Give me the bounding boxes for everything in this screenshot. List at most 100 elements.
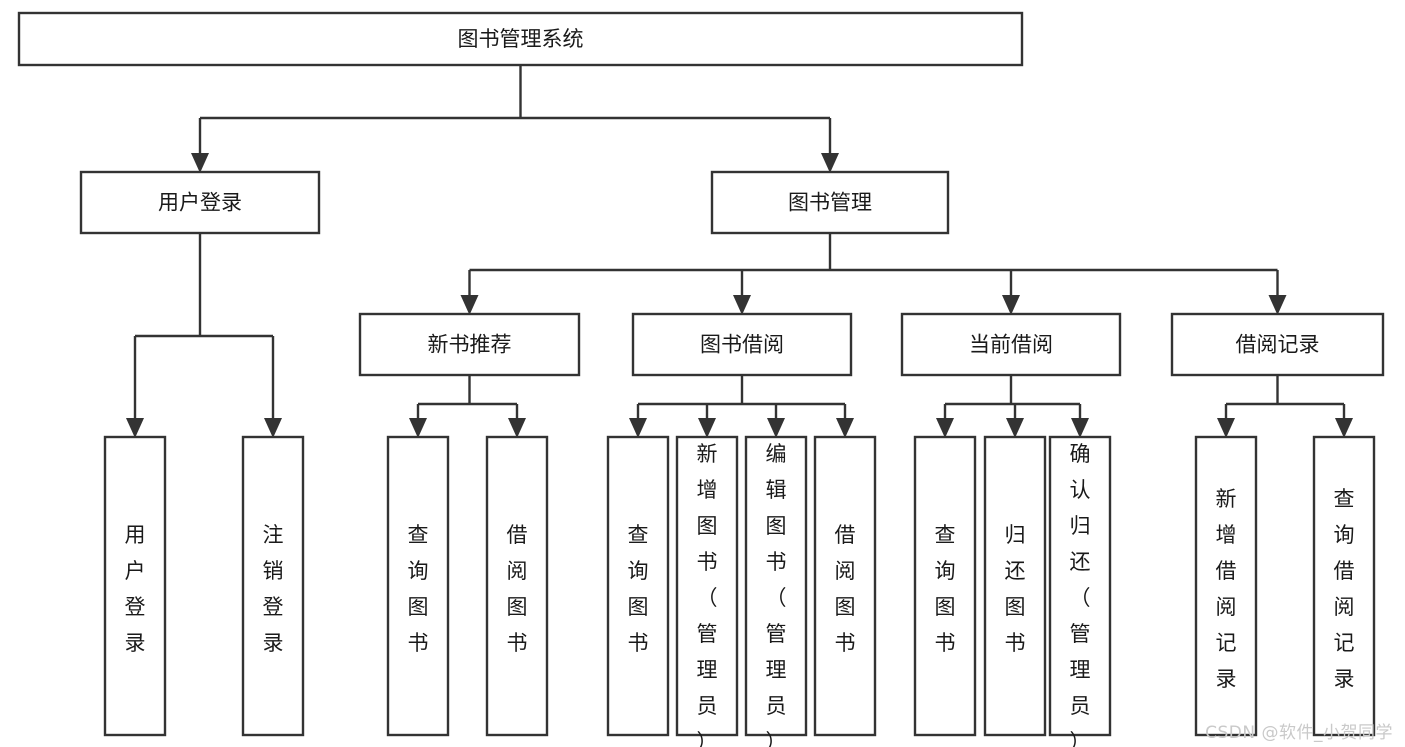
node-leaf-borrow-book-1-label-char: 图 (507, 595, 528, 619)
node-leaf-add-book-label-char: 书 (697, 550, 718, 574)
borrow-record-arrow-0 (1217, 418, 1235, 438)
node-leaf-add-record-label-char: 新 (1216, 487, 1237, 511)
node-leaf-borrow-book-1-label-char: 借 (507, 523, 528, 547)
node-leaf-confirm-return-label-char: （ (1070, 586, 1091, 610)
node-leaf-query-book-1-label-char: 询 (408, 559, 429, 583)
user-login-arrow-0 (126, 418, 144, 438)
book-borrow-arrow-1 (698, 418, 716, 438)
node-leaf-add-book-label-char: 新 (697, 442, 718, 466)
node-leaf-return-book-label-char: 图 (1005, 595, 1026, 619)
node-leaf-add-book-label-char: 增 (697, 478, 718, 502)
node-root[interactable]: 图书管理系统 (17, 11, 1024, 67)
node-leaf-edit-book-label-char: 图 (766, 514, 787, 538)
node-leaf-query-record-rect[interactable] (1312, 435, 1376, 737)
node-leaf-add-book-label-char: 员 (697, 694, 718, 718)
node-current-borrow-rect[interactable] (900, 312, 1122, 377)
node-leaf-logout-label-char: 销 (263, 559, 284, 583)
root-arrow-1 (821, 153, 839, 173)
node-leaf-query-book-3-label-char: 询 (935, 559, 956, 583)
node-leaf-logout-label-char: 注 (263, 523, 284, 547)
node-leaf-query-book-3-label-char: 书 (935, 631, 956, 655)
node-leaf-query-record-label-char: 借 (1334, 559, 1355, 583)
node-leaf-logout-rect[interactable] (241, 435, 305, 737)
node-leaf-query-book-2-rect[interactable] (606, 435, 670, 737)
node-leaf-user-login-label-char: 录 (125, 631, 146, 655)
node-leaf-return-book-rect[interactable] (983, 435, 1047, 737)
node-leaf-query-book-2-label-char: 图 (628, 595, 649, 619)
node-user-login[interactable]: 用户登录 (79, 170, 321, 235)
node-book-manage[interactable]: 图书管理 (710, 170, 950, 235)
current-borrow-arrow-1 (1006, 418, 1024, 438)
node-leaf-edit-book-label-char: 辑 (766, 478, 787, 502)
node-leaf-edit-book-label-char: 理 (766, 658, 787, 682)
node-leaf-confirm-return-label-char: 理 (1070, 658, 1091, 682)
node-leaf-user-login-label-char: 用 (125, 523, 146, 547)
node-leaf-user-login-rect[interactable] (103, 435, 167, 737)
node-new-book-recommend-label: 新书推荐 (428, 333, 512, 357)
book-manage-arrow-1 (733, 295, 751, 315)
node-book-manage-rect[interactable] (710, 170, 950, 235)
node-leaf-confirm-return-rect[interactable] (1048, 435, 1112, 737)
node-book-borrow[interactable]: 图书借阅 (631, 312, 853, 377)
node-leaf-borrow-book-2-rect[interactable] (813, 435, 877, 737)
node-leaf-query-book-2-label-char: 询 (628, 559, 649, 583)
node-leaf-query-book-3-label-char: 图 (935, 595, 956, 619)
current-borrow-arrow-2 (1071, 418, 1089, 438)
book-manage-arrow-3 (1268, 295, 1287, 315)
node-new-book-recommend[interactable]: 新书推荐 (358, 312, 581, 377)
node-borrow-record[interactable]: 借阅记录 (1170, 312, 1385, 377)
node-leaf-logout-label-char: 录 (263, 631, 284, 655)
node-leaf-query-record-label-char: 询 (1334, 523, 1355, 547)
current-borrow-arrow-0 (936, 418, 954, 438)
node-root-rect[interactable] (17, 11, 1024, 67)
node-leaf-query-record-label-char: 记 (1334, 631, 1355, 655)
node-leaf-query-record-label-char: 录 (1334, 667, 1355, 691)
node-leaf-add-book-label-char: ） (697, 730, 718, 747)
node-leaf-query-book-1-label-char: 图 (408, 595, 429, 619)
node-current-borrow[interactable]: 当前借阅 (900, 312, 1122, 377)
node-borrow-record-rect[interactable] (1170, 312, 1385, 377)
node-leaf-query-book-3-rect[interactable] (913, 435, 977, 737)
node-leaf-edit-book-rect[interactable] (744, 435, 808, 737)
node-leaf-add-book-rect[interactable] (675, 435, 739, 737)
node-leaf-borrow-book-2-label-char: 书 (835, 631, 856, 655)
node-leaf-confirm-return-label-char: 确 (1070, 442, 1091, 466)
node-leaf-edit-book-label-char: 管 (766, 622, 787, 646)
node-leaf-edit-book-label-char: 书 (766, 550, 787, 574)
node-leaf-confirm-return-label-char: ） (1070, 730, 1091, 747)
book-borrow-arrow-2 (767, 418, 785, 438)
node-leaf-add-record-rect[interactable] (1194, 435, 1258, 737)
node-new-book-recommend-rect[interactable] (358, 312, 581, 377)
node-leaf-logout-label-char: 登 (263, 595, 284, 619)
node-leaf-borrow-book-1-label-char: 书 (507, 631, 528, 655)
borrow-record-arrow-1 (1335, 418, 1353, 438)
node-leaf-confirm-return-label-char: 认 (1070, 478, 1091, 502)
new-book-recommend-arrow-0 (409, 418, 427, 438)
node-leaf-user-login[interactable]: 用户登录 (103, 435, 167, 737)
node-leaf-confirm-return-label-char: 还 (1070, 550, 1091, 574)
node-leaf-edit-book-label-char: 员 (766, 694, 787, 718)
node-leaf-borrow-book-1-label-char: 阅 (507, 559, 528, 583)
node-leaf-query-book-1-rect[interactable] (386, 435, 450, 737)
book-manage-arrow-0 (460, 295, 479, 315)
node-book-borrow-rect[interactable] (631, 312, 853, 377)
node-book-borrow-label: 图书借阅 (700, 333, 784, 357)
node-leaf-borrow-book-1-rect[interactable] (485, 435, 549, 737)
node-leaf-add-record-label-char: 记 (1216, 631, 1237, 655)
node-leaf-add-book-label-char: （ (697, 586, 718, 610)
node-user-login-rect[interactable] (79, 170, 321, 235)
